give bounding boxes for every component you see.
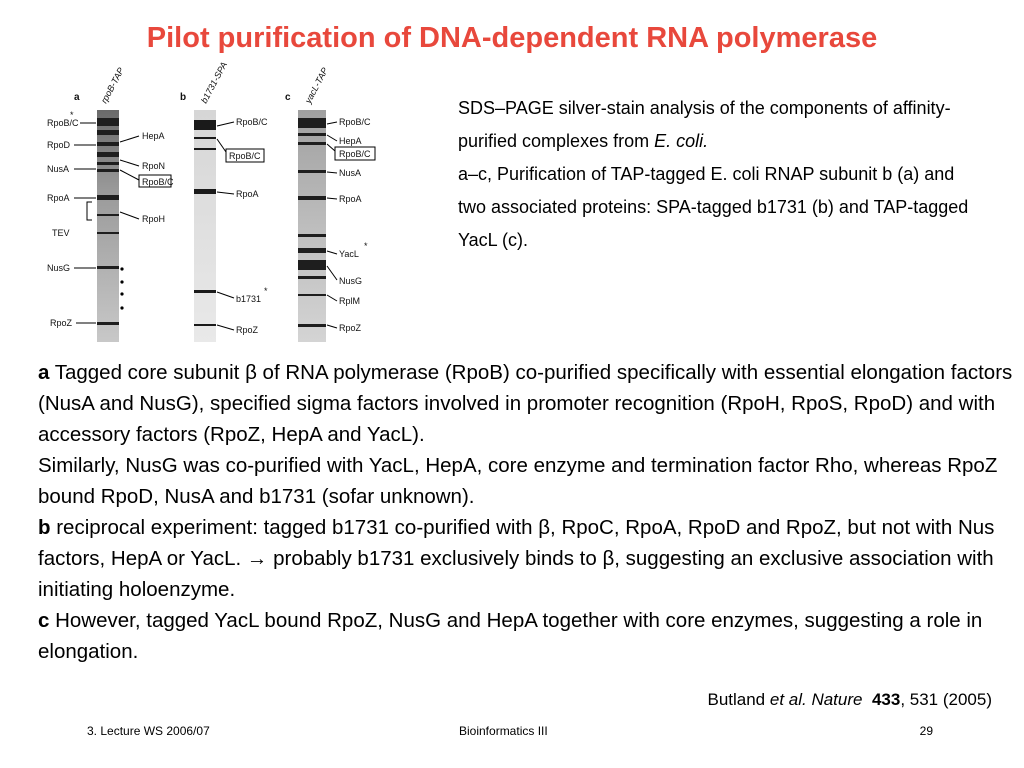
panel-a-bands [97, 118, 119, 325]
beta-symbol: β [602, 547, 615, 570]
slide-body: a Tagged core subunit β of RNA polymeras… [38, 357, 1018, 667]
citation-author: Butland [707, 690, 770, 709]
text: probably b1731 exclusively binds to [267, 547, 603, 570]
text: , RpoC, RpoA, RpoD and RpoZ, but not wit… [38, 516, 995, 570]
band-label: RpoB/C [339, 117, 371, 127]
panel-c-letter: c [285, 92, 291, 103]
panel-a-right-pointers [119, 135, 172, 220]
paragraph-c: c However, tagged YacL bound RpoZ, NusG … [38, 605, 1018, 667]
panel-a-lane [97, 110, 119, 342]
text: , suggesting an exclusive association wi… [38, 547, 994, 601]
panel-ref-a: a [38, 361, 50, 384]
arrow-symbol: → [246, 547, 268, 570]
text: However, tagged YacL bound RpoZ, NusG an… [38, 609, 983, 663]
band-label: NusA [339, 168, 361, 178]
citation-volume: 433 [871, 690, 901, 709]
band-label: RpoA [339, 194, 362, 204]
asterisk: * [264, 286, 268, 296]
band-label: b1731 [236, 294, 261, 304]
asterisk: * [70, 110, 74, 120]
caption-species: E. coli. [654, 131, 709, 151]
band-label: RpoN [142, 161, 165, 171]
panel-c-labels: RpoB/C HepA RpoB/C NusA RpoA YacL * NusG… [339, 117, 371, 333]
band-label: RpoD [47, 140, 71, 150]
panel-a-left-labels: RpoB/C RpoD NusA RpoA TEV NusG RpoZ * [47, 110, 79, 328]
caption-line-1: SDS–PAGE silver-stain analysis of the co… [458, 92, 978, 158]
panel-b-labels: RpoB/C RpoB/C RpoA b1731 * RpoZ [229, 117, 268, 335]
band-label: NusG [47, 263, 70, 273]
band-label: TEV [52, 228, 70, 238]
band-label: YacL [339, 249, 359, 259]
panel-a-markers [120, 267, 124, 310]
panel-a-right-labels: HepA RpoN RpoB/C RpoH [142, 131, 174, 224]
band-label: RpoB/C [47, 118, 79, 128]
text: Tagged core subunit [49, 361, 246, 384]
slide-title: Pilot purification of DNA-dependent RNA … [146, 22, 878, 54]
panel-b-bands [194, 120, 216, 326]
footer-page-number: 29 [919, 724, 933, 738]
caption-line-2: a–c, Purification of TAP-tagged E. coli … [458, 164, 969, 250]
figure-caption: SDS–PAGE silver-stain analysis of the co… [458, 92, 978, 257]
paragraph-a: a Tagged core subunit β of RNA polymeras… [38, 357, 1018, 450]
band-label: RpoZ [339, 323, 362, 333]
band-label: RpoB/C [229, 151, 261, 161]
band-label: RpoZ [236, 325, 259, 335]
panel-b-letter: b [180, 92, 186, 103]
panel-c-header: yacL-TAP [302, 66, 330, 106]
text: reciprocal experiment: tagged b1731 co-p… [50, 516, 539, 539]
panel-a-left-pointers [74, 122, 96, 324]
panel-a-letter: a [74, 92, 80, 103]
panel-b-pointers [216, 121, 265, 331]
panel-ref-c: c [38, 609, 50, 632]
sds-page-gel-figure: a rpoB-TAP RpoB/C RpoD NusA RpoA TEV Nu [40, 62, 392, 348]
band-label: HepA [339, 136, 362, 146]
panel-a-header: rpoB-TAP [99, 66, 126, 105]
beta-symbol: β [245, 361, 257, 384]
panel-ref-b: b [38, 516, 51, 539]
beta-symbol: β [538, 516, 551, 539]
citation: Butland et al. Nature 433, 531 (2005) [707, 690, 992, 710]
band-label: RpoB/C [142, 177, 174, 187]
footer-lecture: 3. Lecture WS 2006/07 [87, 724, 210, 738]
footer-course: Bioinformatics III [459, 724, 548, 738]
panel-c-lane [298, 110, 326, 342]
band-label: HepA [142, 131, 165, 141]
band-label: RpoB/C [236, 117, 268, 127]
citation-journal: et al. Nature [769, 690, 863, 709]
gel-image: a rpoB-TAP RpoB/C RpoD NusA RpoA TEV Nu [47, 62, 376, 342]
band-label: RpoH [142, 214, 165, 224]
band-label: NusA [47, 164, 69, 174]
paragraph-nusg: Similarly, NusG was co-purified with Yac… [38, 454, 998, 508]
panel-b-header: b1731-SPA [199, 62, 229, 105]
band-label: RpoB/C [339, 149, 371, 159]
panel-c-bands [298, 118, 326, 327]
band-label: RpoZ [50, 318, 73, 328]
band-label: RpoA [236, 189, 259, 199]
asterisk: * [364, 241, 368, 251]
caption-text: SDS–PAGE silver-stain analysis of the co… [458, 98, 951, 151]
citation-pages: , 531 (2005) [900, 690, 992, 709]
panel-b-lane [194, 110, 216, 342]
paragraph-b: b reciprocal experiment: tagged b1731 co… [38, 512, 1018, 605]
band-label: RplM [339, 296, 360, 306]
band-label: NusG [339, 276, 362, 286]
panel-c-pointers [326, 121, 376, 329]
band-label: RpoA [47, 193, 70, 203]
text: of RNA polymerase (RpoB) co-purified spe… [38, 361, 1013, 446]
